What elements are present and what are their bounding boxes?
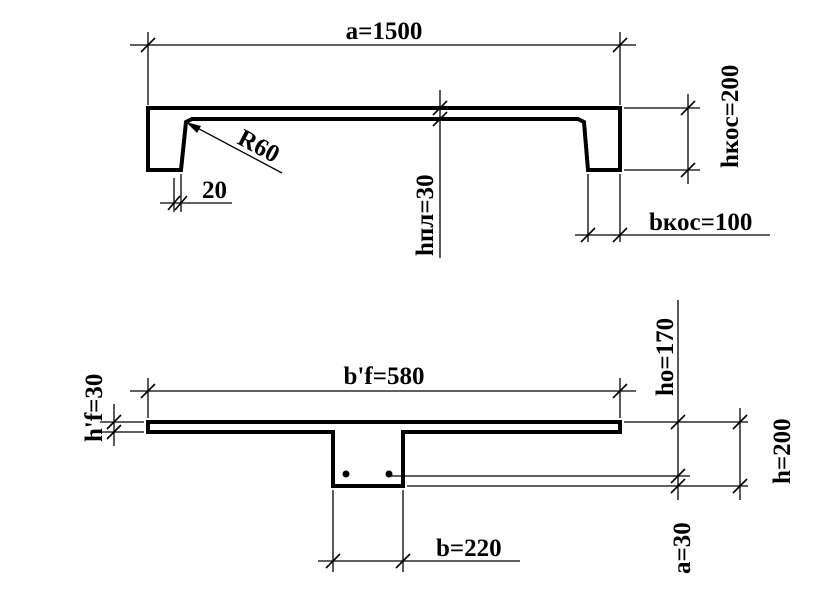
radius-arrowhead — [186, 122, 201, 133]
flange-thickness-tick-top — [106, 414, 122, 430]
slab-outline — [146, 106, 622, 172]
offset-label: 20 — [202, 177, 227, 204]
tbeam-outline — [146, 420, 622, 488]
rib-width-label: bкос=100 — [649, 209, 752, 236]
cover-tick — [670, 478, 686, 494]
radius-leader — [185, 121, 283, 174]
width-label: a=1500 — [346, 18, 423, 45]
height-tick-bottom — [732, 478, 748, 494]
width-tick-right — [612, 37, 628, 53]
top-section: a=1500 R60 20 hпл=30 hкос=200 bкос=100 — [130, 18, 770, 258]
rib-width-tick-left — [580, 227, 596, 243]
web-width-label: b=220 — [436, 535, 502, 562]
slab-thickness-tick-bottom — [432, 111, 448, 127]
offset-tick-right — [174, 195, 188, 211]
slab-thickness-label: hпл=30 — [412, 174, 439, 256]
web-width-tick-left — [325, 553, 341, 569]
web-width-tick-right — [395, 553, 411, 569]
slab-thickness-tick-top — [432, 100, 448, 116]
rib-height-tick-bottom — [680, 162, 696, 178]
effective-depth-tick-bottom — [670, 468, 686, 484]
bottom-section: b'f=580 h'f=30 ho=170 h=200 a=30 b=220 — [81, 300, 796, 574]
rib-width-tick-right — [612, 227, 628, 243]
rebar-left — [342, 470, 350, 478]
offset-tick-left — [167, 195, 181, 211]
effective-depth-label: ho=170 — [652, 318, 679, 396]
flange-width-label: b'f=580 — [344, 363, 425, 390]
flange-thickness-label: h'f=30 — [81, 374, 108, 442]
flange-width-tick-left — [140, 383, 156, 399]
width-tick-left — [140, 37, 156, 53]
flange-thickness-tick-bottom — [106, 424, 122, 440]
radius-label: R60 — [233, 124, 284, 168]
flange-width-tick-right — [612, 383, 628, 399]
cover-label: a=30 — [669, 522, 696, 574]
total-height-label: h=200 — [769, 418, 796, 484]
effective-depth-tick-top — [670, 414, 686, 430]
rib-height-tick-top — [680, 100, 696, 116]
height-tick-top — [732, 414, 748, 430]
rib-height-label: hкос=200 — [717, 65, 744, 168]
